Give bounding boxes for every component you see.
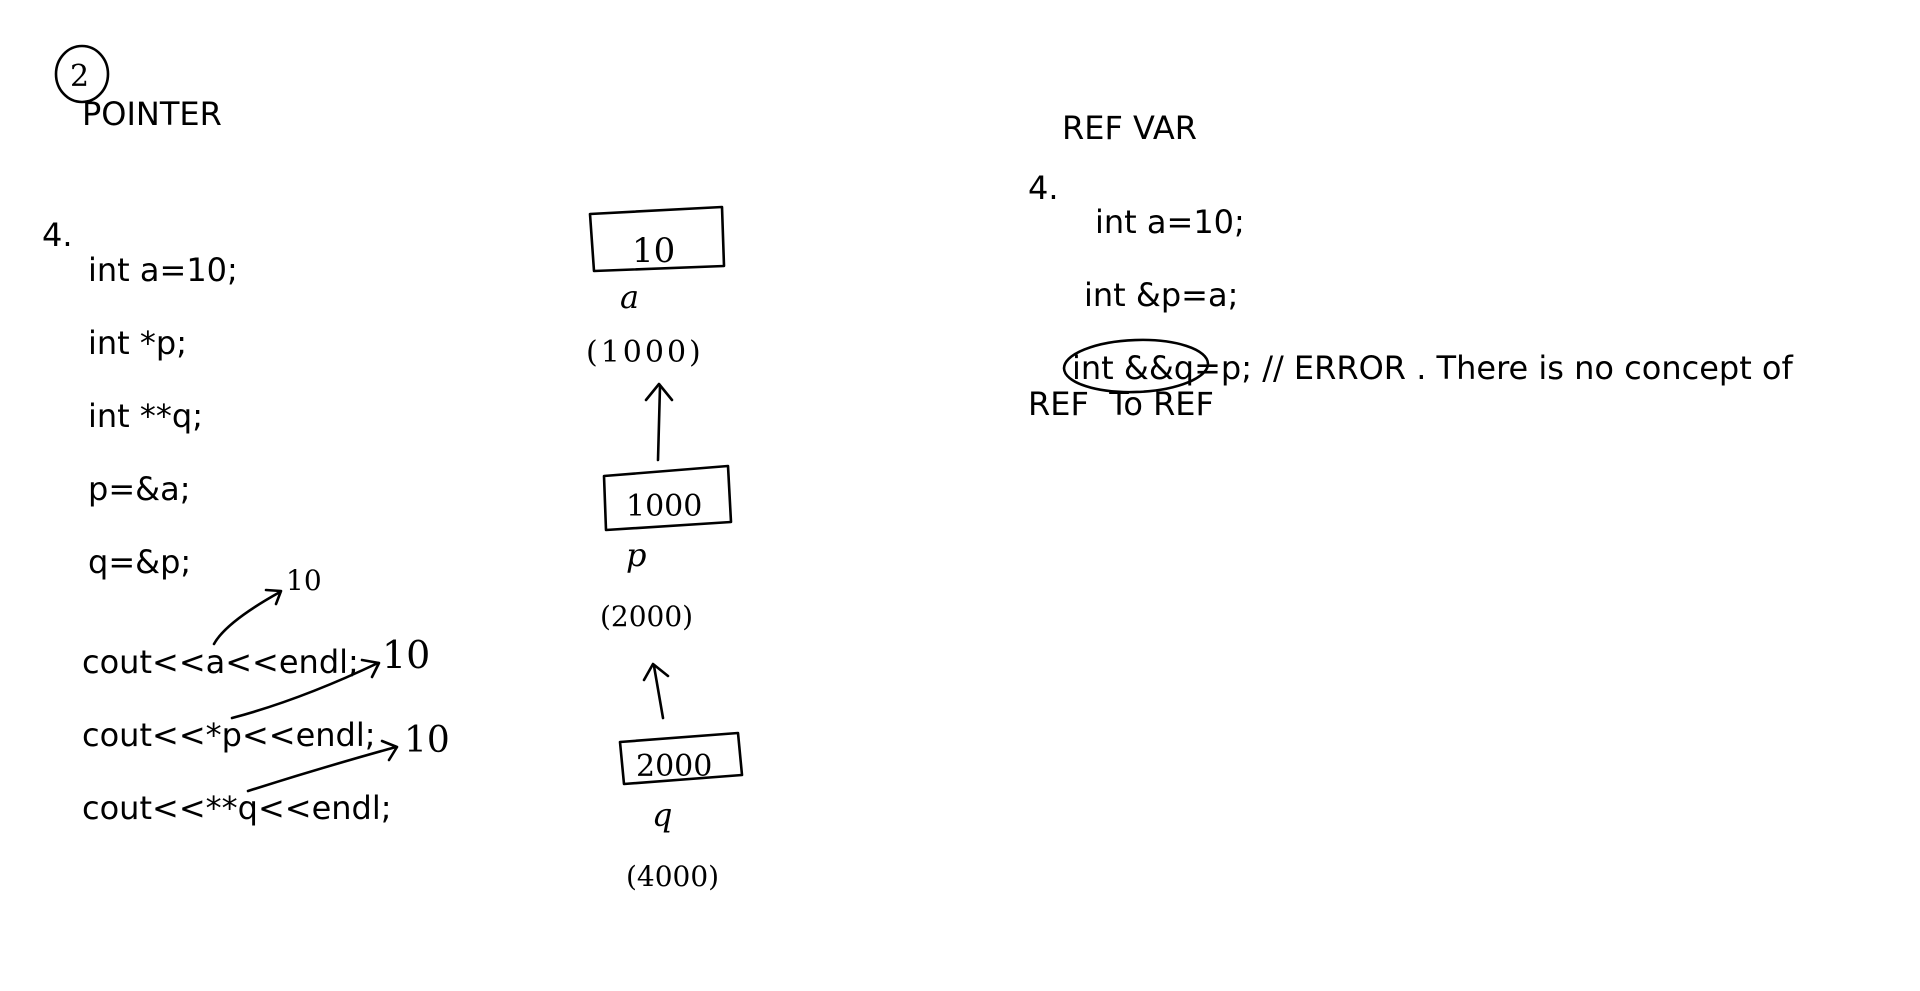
code-line: int **q; — [88, 397, 203, 435]
box-value: 10 — [632, 231, 675, 271]
box-var-label: q — [652, 796, 672, 834]
ref-var-title: REF VAR — [1062, 109, 1197, 147]
box-var-label: p — [626, 536, 646, 574]
pointer-section-number: 4. — [42, 216, 73, 254]
pointer-arrow-p-to-a — [656, 384, 662, 462]
arrowhead-icon — [644, 382, 674, 402]
error-continuation: REF To REF — [1028, 385, 1214, 423]
output-line: cout<<a<<endl; — [82, 643, 359, 681]
arrowhead-icon — [642, 662, 670, 682]
code-line: int a=10; — [88, 251, 238, 289]
code-line: int *p; — [88, 324, 187, 362]
error-code-line: int &&q=p; // ERROR . There is no concep… — [1072, 349, 1793, 387]
arrowhead-icon — [264, 588, 283, 606]
code-line: p=&a; — [88, 470, 191, 508]
annotation-value: 10 — [286, 564, 322, 597]
memory-box-a — [588, 205, 726, 273]
output-line: cout<<*p<<endl; — [82, 716, 376, 754]
annotation-value: 10 — [404, 720, 450, 761]
annotation-value: 10 — [382, 633, 430, 677]
pointer-title: POINTER — [82, 95, 222, 133]
box-value: 2000 — [636, 749, 712, 784]
arrowhead-icon — [380, 739, 399, 762]
box-address: (2000) — [600, 600, 693, 633]
arrow-a-output — [212, 590, 282, 646]
badge-text: 2 — [70, 59, 89, 94]
memory-box-p — [602, 464, 733, 532]
box-var-label: a — [620, 278, 639, 316]
arrowhead-icon — [360, 658, 381, 679]
ref-section-number: 4. — [1028, 169, 1059, 207]
code-line: q=&p; — [88, 543, 192, 581]
pointer-arrow-q-to-p — [652, 664, 665, 720]
box-address: (1000) — [586, 335, 704, 370]
box-value: 1000 — [626, 489, 702, 524]
code-line: int a=10; — [1095, 203, 1245, 241]
code-line: int &p=a; — [1084, 276, 1239, 314]
output-line: cout<<**q<<endl; — [82, 789, 392, 827]
box-address: (4000) — [626, 860, 719, 893]
memory-box-q — [618, 731, 744, 786]
